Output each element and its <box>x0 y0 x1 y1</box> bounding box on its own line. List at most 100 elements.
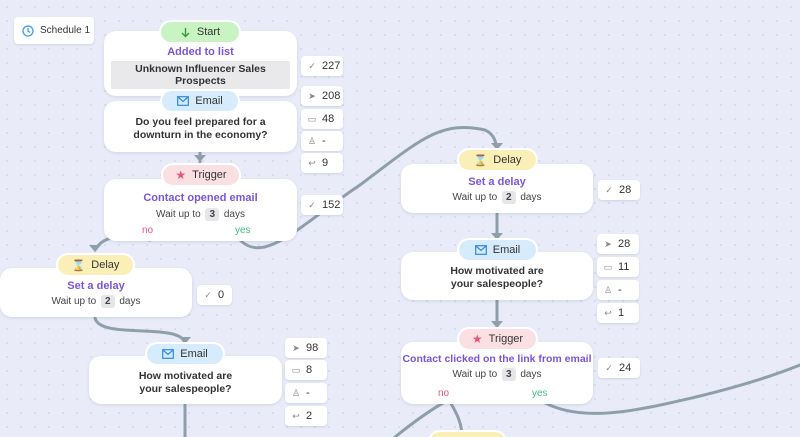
inbox-icon: ▭ <box>603 261 613 272</box>
schedule-badge[interactable]: Schedule 1 <box>14 17 94 44</box>
star-icon: ★ <box>471 332 483 346</box>
email-right-clicked-stat: ♙ - <box>597 280 639 300</box>
start-node[interactable]: Added to list Unknown Influencer Sales P… <box>104 31 297 96</box>
trigger-right-count: 24 <box>619 362 632 374</box>
start-pill[interactable]: Start <box>161 22 239 42</box>
check-icon: ✓ <box>204 289 212 300</box>
trigger-1-stat: ✓ 152 <box>301 195 343 215</box>
delay-right-count: 28 <box>619 184 632 196</box>
trigger-node-right[interactable]: Contact clicked on the link from email W… <box>401 342 593 404</box>
trigger-right-yes-label: yes <box>532 388 548 399</box>
delay-left-pill[interactable]: ⌛ Delay <box>58 255 133 275</box>
trigger-1-wait-value: 3 <box>205 208 220 221</box>
email-left-clicked: - <box>306 387 310 399</box>
email-node-1[interactable]: Do you feel prepared for a downturn in t… <box>104 101 297 152</box>
person-icon: ♙ <box>307 135 317 146</box>
email-right-clicked: - <box>618 284 622 296</box>
list-name: Unknown Influencer Sales Prospects <box>111 61 290 89</box>
trigger-right-wait: Wait up to 3 days <box>452 368 542 381</box>
email-left-sent-stat: ➤ 98 <box>285 338 327 358</box>
delay-node-left[interactable]: Set a delay Wait up to 2 days <box>0 268 192 317</box>
email-left-replied-stat: ↩ 2 <box>285 406 327 426</box>
delay-right-wait-value: 2 <box>501 191 516 204</box>
trigger-1-yes-label: yes <box>235 225 251 236</box>
email-left-opened-stat: ▭ 8 <box>285 360 327 380</box>
delay-left-wait: Wait up to 2 days <box>51 295 141 308</box>
inbox-icon: ▭ <box>307 113 317 124</box>
email-left-pill[interactable]: Email <box>147 344 223 364</box>
delay-right-wait: Wait up to 2 days <box>452 191 542 204</box>
email-1-sent-stat: ➤ 208 <box>301 86 343 106</box>
send-icon: ➤ <box>292 342 300 353</box>
email-right-replied: 1 <box>618 307 625 319</box>
check-icon: ✓ <box>605 184 613 195</box>
arrow-delay-right <box>491 143 503 150</box>
reply-icon: ↩ <box>604 307 612 318</box>
arrow-email-right <box>491 233 503 240</box>
trigger-1-title: Contact opened email <box>143 192 258 204</box>
email-1-pill[interactable]: Email <box>162 91 238 111</box>
trigger-right-title: Contact clicked on the link from email <box>402 353 592 365</box>
delay-pill-partial[interactable] <box>430 432 505 437</box>
check-icon: ✓ <box>308 199 316 210</box>
reply-icon: ↩ <box>308 157 316 168</box>
email-left-pill-label: Email <box>180 348 208 360</box>
trigger-right-pill-label: Trigger <box>488 333 524 345</box>
link-trigger-right-no <box>393 400 447 437</box>
check-icon: ✓ <box>605 362 613 373</box>
email-right-pill[interactable]: Email <box>459 240 536 260</box>
start-pill-label: Start <box>196 26 221 38</box>
arrow-trigger1 <box>194 155 206 162</box>
delay-right-stat: ✓ 28 <box>598 180 640 200</box>
reply-icon: ↩ <box>292 410 300 421</box>
trigger-right-wait-value: 3 <box>501 368 516 381</box>
arrow-delay-left <box>89 245 101 252</box>
trigger-right-pill[interactable]: ★ Trigger <box>459 329 536 349</box>
hourglass-icon: ⌛ <box>71 259 86 272</box>
delay-node-right[interactable]: Set a delay Wait up to 2 days <box>401 164 593 213</box>
trigger-1-pill-label: Trigger <box>192 169 227 181</box>
email-1-opened: 48 <box>322 113 335 125</box>
trigger-node-1[interactable]: Contact opened email Wait up to 3 days <box>104 179 297 241</box>
envelope-icon <box>162 349 175 359</box>
email-node-left[interactable]: How motivated are your salespeople? <box>89 356 282 404</box>
email-node-right[interactable]: How motivated are your salespeople? <box>401 252 593 300</box>
email-right-opened-stat: ▭ 11 <box>597 257 639 277</box>
hourglass-icon: ⌛ <box>473 154 488 167</box>
check-icon: ✓ <box>308 60 316 71</box>
email-right-replied-stat: ↩ 1 <box>597 303 639 323</box>
email-right-sent-stat: ➤ 28 <box>597 234 639 254</box>
email-left-subject: How motivated are your salespeople? <box>138 370 233 395</box>
start-added-stat: ✓ 227 <box>301 56 343 76</box>
delay-left-stat: ✓ 0 <box>197 285 232 305</box>
delay-left-title: Set a delay <box>67 280 125 292</box>
email-1-pill-label: Email <box>195 95 223 107</box>
email-left-clicked-stat: ♙ - <box>285 383 327 403</box>
email-1-subject: Do you feel prepared for a downturn in t… <box>133 116 268 141</box>
start-title: Added to list <box>167 46 234 58</box>
email-1-opened-stat: ▭ 48 <box>301 109 343 129</box>
person-icon: ♙ <box>291 387 301 398</box>
delay-right-pill[interactable]: ⌛ Delay <box>459 150 536 170</box>
person-icon: ♙ <box>603 284 613 295</box>
link-delay-email-left <box>93 316 187 345</box>
trigger-1-pill[interactable]: ★ Trigger <box>163 165 239 185</box>
inbox-icon: ▭ <box>291 364 301 375</box>
link-trigger-right-yes <box>538 363 800 415</box>
email-left-sent: 98 <box>306 342 319 354</box>
email-right-sent: 28 <box>618 238 631 250</box>
email-1-clicked: - <box>322 135 326 147</box>
send-icon: ➤ <box>604 238 612 249</box>
start-added-count: 227 <box>322 60 341 72</box>
delay-left-wait-value: 2 <box>100 295 115 308</box>
delay-left-pill-label: Delay <box>91 259 120 271</box>
email-left-opened: 8 <box>306 364 313 376</box>
send-icon: ➤ <box>308 90 316 101</box>
star-icon: ★ <box>175 168 187 182</box>
arrow-trigger-right <box>491 321 503 328</box>
trigger-1-wait: Wait up to 3 days <box>156 208 245 221</box>
schedule-label: Schedule 1 <box>40 25 91 36</box>
delay-right-title: Set a delay <box>468 176 526 188</box>
trigger-1-count: 152 <box>322 199 341 211</box>
